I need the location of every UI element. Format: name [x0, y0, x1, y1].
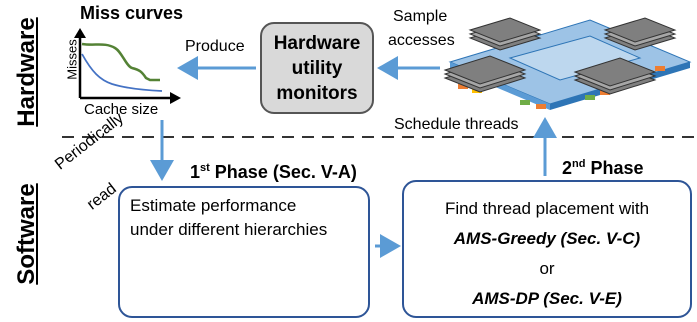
placement-line3: or: [539, 259, 555, 278]
produce-label: Produce: [185, 38, 245, 55]
cache-stack-top-right: [603, 17, 677, 51]
hw-monitor-line1: Hardware: [273, 32, 361, 54]
phase2-label: 2nd Phase: [562, 158, 644, 178]
cache-size-axis-label: Cache size: [84, 101, 159, 118]
cache-stack-bottom-right: [573, 57, 657, 95]
placement-line4: AMS-DP (Sec. V-E): [472, 289, 622, 308]
schedule-threads-label: Schedule threads: [394, 116, 519, 133]
cache-stack-top-left: [468, 17, 542, 51]
misses-axis-label: Misses: [64, 39, 80, 80]
hw-monitor-line3: monitors: [276, 82, 358, 104]
chip-illustration: [443, 17, 692, 110]
estimate-performance-box: Estimate performance under different hie…: [118, 186, 370, 318]
miss-curves-axes: [74, 28, 181, 104]
placement-line2: AMS-Greedy (Sec. V-C): [453, 229, 641, 248]
hw-monitor-line2: utility: [291, 57, 343, 79]
miss-curves-title: Miss curves: [80, 3, 184, 23]
estimate-line2: under different hierarchies: [130, 220, 328, 239]
placement-text: Find thread placement with AMS-Greedy (S…: [404, 194, 690, 314]
miss-curve-blue: [81, 53, 163, 92]
phase1-label: 1st Phase (Sec. V-A): [190, 162, 357, 182]
hardware-utility-monitors-box: Hardware utility monitors: [260, 22, 374, 114]
cache-stack-bottom-left: [443, 55, 527, 93]
placement-line1: Find thread placement with: [444, 199, 650, 218]
thread-placement-box: Find thread placement with AMS-Greedy (S…: [402, 180, 692, 318]
miss-curve-green: [81, 42, 160, 82]
sample-accesses-label-line2: accesses: [388, 32, 455, 49]
sample-accesses-label-line1: Sample: [393, 8, 448, 25]
estimate-line1: Estimate performance: [130, 196, 297, 215]
